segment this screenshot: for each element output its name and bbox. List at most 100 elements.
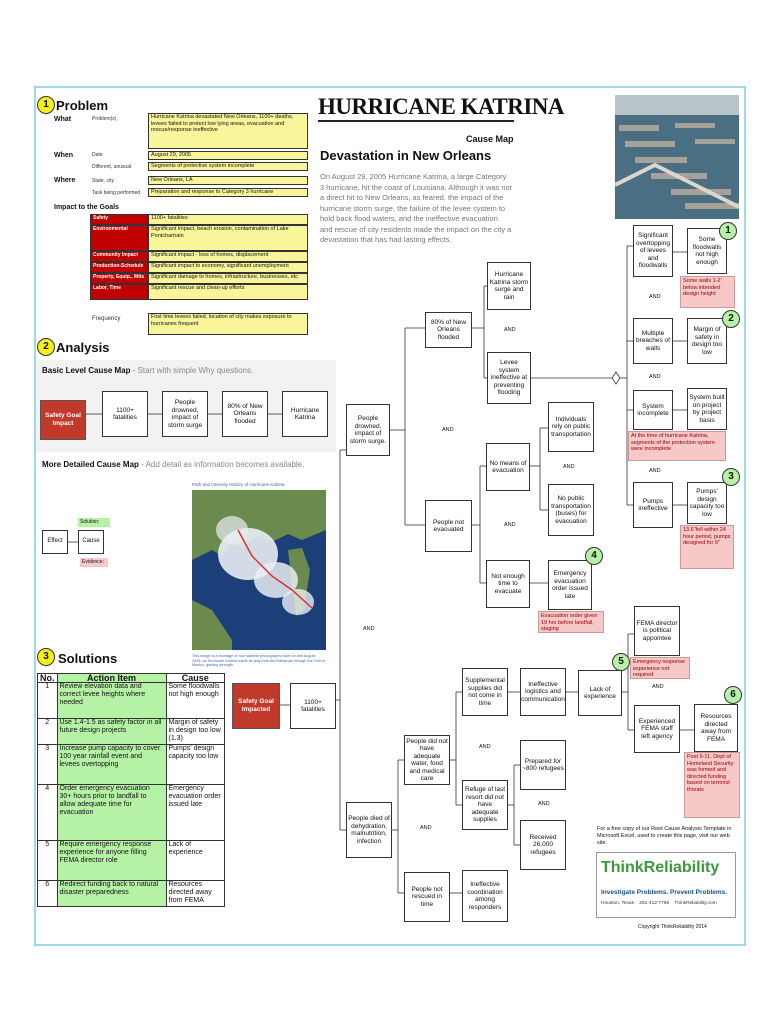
- node-received-26000: Received 26,000 refugees: [520, 820, 566, 870]
- node-supplies-late: Supplemental supplies did not come in ti…: [462, 668, 508, 716]
- and-label: AND: [504, 522, 516, 528]
- node-no-means: No means of evacuation: [486, 443, 530, 491]
- basic-hurricane: Hurricane Katrina: [282, 391, 328, 437]
- detail-map-hint: - Add detail as information becomes avai…: [138, 460, 305, 469]
- and-label: AND: [649, 374, 661, 380]
- and-label: AND: [649, 468, 661, 474]
- table-row: 2 Use 1.4-1.5 as safety factor in all fu…: [37, 718, 225, 745]
- node-inadequate-care: People did not have adequate water, food…: [404, 735, 450, 785]
- impact-label: Impact to the Goals: [54, 204, 119, 211]
- node-resources-away: Resources directed away from FEMA: [694, 704, 738, 752]
- row-action: Review elevation data and correct levee …: [56, 682, 167, 719]
- evidence-incomplete: At the time of hurricane Katrina, segmen…: [628, 431, 726, 461]
- table-row: 6 Redirect funding back to natural disas…: [37, 880, 225, 907]
- node-refuge: Refuge of last resort did not have adequ…: [462, 780, 508, 830]
- basic-map-heading: Basic Level Cause Map - Start with simpl…: [42, 366, 253, 375]
- and-label: AND: [363, 626, 375, 632]
- copyright: Copyright ThinkReliability 2014: [638, 924, 707, 930]
- row-action: Increase pump capacity to cover 100 year…: [56, 744, 167, 785]
- when-sub-date: Date: [92, 152, 103, 158]
- table-row: 1 Review elevation data and correct leve…: [37, 682, 225, 719]
- and-label: AND: [652, 684, 664, 690]
- row-action: Order emergency evacuation 30+ hours pri…: [56, 784, 167, 841]
- where-state: New Orleans, LA: [148, 176, 308, 185]
- detail-map-title: More Detailed Cause Map: [42, 460, 139, 469]
- and-label: AND: [420, 825, 432, 831]
- page-title: HURRICANE KATRINA: [318, 94, 565, 119]
- when-different: Segments of protective system incomplete: [148, 162, 308, 171]
- detail-map-heading: More Detailed Cause Map - Add detail as …: [42, 460, 304, 469]
- evidence-pumps: 13.6"fell within 24 hour period, pumps d…: [680, 525, 734, 569]
- problem-number-badge: 1: [37, 96, 55, 114]
- row-cause: Pumps' design capacity too low: [165, 744, 225, 785]
- problem-title: Problem: [56, 98, 109, 113]
- legend-evidence: Evidence:: [80, 558, 108, 567]
- template-note: For a free copy of our Root Cause Analys…: [597, 826, 732, 846]
- logo-box: ThinkReliability Investigate Problems. P…: [596, 852, 736, 918]
- cause-map-label: Cause Map: [466, 134, 514, 144]
- goal-value-environmental: Significant impact, beach erosion, conta…: [148, 225, 308, 251]
- frequency-label: Frequency: [92, 316, 121, 322]
- node-no-public-transport: No public transportation (buses) for eva…: [548, 484, 594, 536]
- node-not-rescued: People not rescued in time: [404, 872, 450, 922]
- goal-name-safety: Safety: [90, 214, 148, 225]
- node-not-evacuated: People not evacuated: [425, 500, 472, 552]
- row-cause: Margin of safety in design too low (1.3): [165, 718, 225, 745]
- where-task: Preparation and response to Category 3 h…: [148, 188, 308, 197]
- solutions-number-badge: 3: [37, 648, 55, 666]
- row-cause: Resources directed away from FEMA: [165, 880, 225, 907]
- goal-value-labor: Significant rescue and clean-up efforts: [148, 284, 308, 300]
- basic-flooded: 80% of New Orleans flooded: [222, 391, 268, 437]
- and-label: AND: [504, 327, 516, 333]
- and-label: AND: [649, 294, 661, 300]
- goal-value-community: Significant impact - loss of homes, disp…: [148, 251, 308, 262]
- and-label: AND: [442, 427, 454, 433]
- goal-name-community: Community Impact: [90, 251, 148, 262]
- node-new-orleans-flooded: 80% of New Orleans flooded: [425, 312, 472, 348]
- evidence-order: Evacuation order given 19 hrs before lan…: [538, 611, 604, 633]
- aerial-flood-photo: [615, 95, 739, 219]
- when-sub-different: Different, unusual: [92, 164, 132, 170]
- goal-name-environmental: Environmental: [90, 225, 148, 251]
- basic-drowned: People drowned, impact of storm surge: [162, 391, 208, 437]
- node-fema-staff-left: Experienced FEMA staff left agency: [634, 705, 680, 753]
- evidence-fema: Emergency response experience not requir…: [630, 657, 690, 679]
- basic-safety-goal: Safety Goal Impact: [40, 400, 86, 440]
- legend-cause-box: Cause: [78, 530, 104, 554]
- goal-value-production: Significant impact to economy, significa…: [148, 262, 308, 273]
- frequency-value: First time levees failed, location of ci…: [148, 313, 308, 335]
- satellite-map-image: [192, 490, 326, 650]
- and-label: AND: [538, 801, 550, 807]
- where-sub-task: Task being performed: [92, 190, 141, 196]
- table-row: 5 Require emergency response experience …: [37, 840, 225, 881]
- node-overtopping: Significant overtopping of levees and fl…: [633, 225, 673, 277]
- goal-name-property: Property, Equip., Mtls: [90, 273, 148, 284]
- node-pumps-ineffective: Pumps ineffective: [633, 482, 673, 528]
- and-label: AND: [479, 744, 491, 750]
- node-hurricane-surge: Hurricane Katrina storm surge and rain: [487, 262, 531, 310]
- legend-effect-box: Effect: [42, 530, 68, 554]
- basic-map-hint: - Start with simple Why questions.: [130, 366, 254, 375]
- address: Houston, Texas 281-412-7766 ThinkReliabi…: [601, 901, 717, 906]
- solutions-title: Solutions: [58, 651, 118, 666]
- node-safety-goal-impacted: Safety Goal Impacted: [232, 683, 280, 729]
- row-cause: Lack of experience: [165, 840, 225, 881]
- row-cause: Emergency evacuation order issued late: [165, 784, 225, 841]
- title-rule: [318, 120, 514, 122]
- row-action: Redirect funding back to natural disaste…: [56, 880, 167, 907]
- legend-solution: Solution:: [78, 518, 110, 527]
- goal-name-labor: Labor, Time: [90, 284, 148, 300]
- row-cause: Some floodwalls not high enough: [165, 682, 225, 719]
- node-logistics: Ineffective logistics and communication: [520, 668, 566, 716]
- basic-fatalities: 1100+ fatalities: [102, 391, 148, 437]
- node-coordination: Ineffective coordination among responder…: [462, 870, 508, 922]
- node-levee-ineffective: Levee system ineffective at preventing f…: [487, 352, 531, 404]
- evidence-resources: Post 9-11, Dept of Homeland Security was…: [684, 752, 740, 818]
- node-prepared-800: Prepared for ~800 refugees: [520, 740, 566, 790]
- solutions-table: No. Action Item Cause 1 Review elevation…: [37, 673, 225, 907]
- node-rely-public: Individuals rely on public transportatio…: [548, 402, 594, 452]
- node-order-late: Emergency evacuation order issued late: [548, 560, 592, 610]
- node-people-drowned: People drowned, impact of storm surge.: [346, 404, 390, 456]
- basic-map-title: Basic Level Cause Map: [42, 366, 131, 375]
